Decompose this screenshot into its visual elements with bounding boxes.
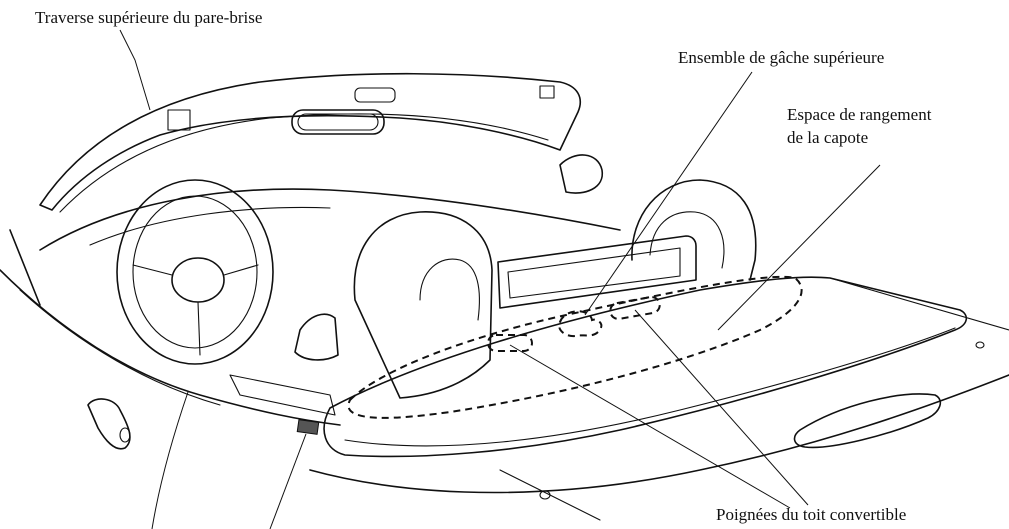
handle-right-outline [609, 296, 661, 320]
label-upper-latch: Ensemble de gâche supérieure [678, 48, 885, 67]
rear-deck [323, 276, 968, 458]
latch-right [539, 85, 555, 99]
right-seat [631, 179, 757, 281]
switch-button [296, 419, 320, 435]
label-convertible-handles: Poignées du toit convertible [716, 505, 907, 524]
label-storage-line1: Espace de rangement [787, 105, 932, 124]
label-storage-line2: de la capote [787, 128, 869, 147]
handle-left-outline [487, 334, 533, 352]
windshield-frame [39, 72, 582, 211]
left-seat [353, 211, 493, 399]
steering-wheel [116, 179, 274, 365]
rear-view-mirror [291, 109, 385, 135]
label-windshield-header: Traverse supérieure du pare-brise [35, 8, 263, 27]
latch-left [167, 109, 191, 131]
upper-latch-outline [558, 310, 603, 338]
